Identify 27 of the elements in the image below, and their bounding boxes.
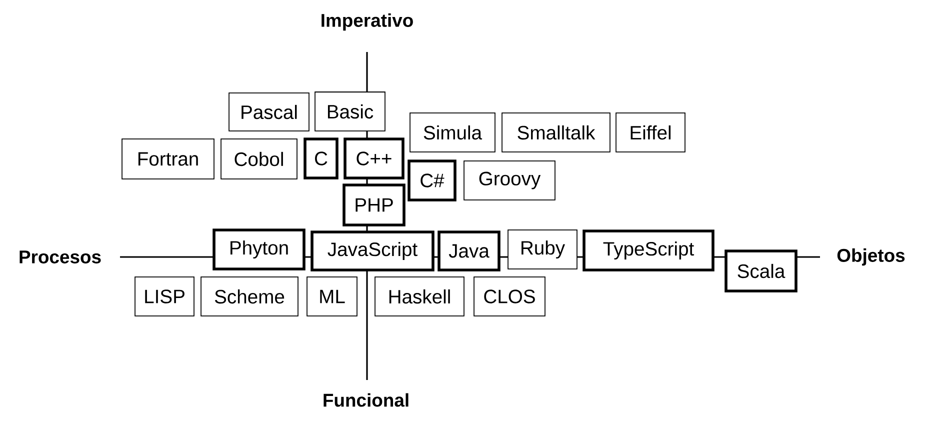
language-box: Groovy <box>464 160 556 200</box>
language-box: Ruby <box>508 230 578 270</box>
axis-label: Objetos <box>837 248 905 266</box>
language-box: Basic <box>314 92 386 132</box>
language-box: C++ <box>344 138 404 180</box>
language-box: Fortran <box>122 138 214 180</box>
language-box: C# <box>408 160 456 202</box>
language-box: TypeScript <box>582 230 714 272</box>
language-box: Simula <box>410 112 496 152</box>
language-box: PHP <box>342 184 406 226</box>
language-box: ML <box>306 276 358 316</box>
language-box: CLOS <box>474 276 546 316</box>
axis-label: Procesos <box>20 250 101 264</box>
language-box: JavaScript <box>310 230 434 272</box>
language-box: Cobol <box>220 138 298 180</box>
language-box: LISP <box>134 276 194 316</box>
language-box: Scheme <box>200 276 298 316</box>
language-box: Scala <box>724 250 798 292</box>
language-box: Smalltalk <box>502 112 610 152</box>
language-box: Haskell <box>374 276 464 316</box>
axis-label: Funcional <box>324 393 408 407</box>
language-box: Pascal <box>228 92 310 132</box>
language-box: Java <box>438 230 500 272</box>
language-box: C <box>304 138 338 180</box>
axis-label: Imperativo <box>322 13 413 31</box>
language-box: Phyton <box>212 228 306 270</box>
language-box: Eiffel <box>616 112 686 152</box>
